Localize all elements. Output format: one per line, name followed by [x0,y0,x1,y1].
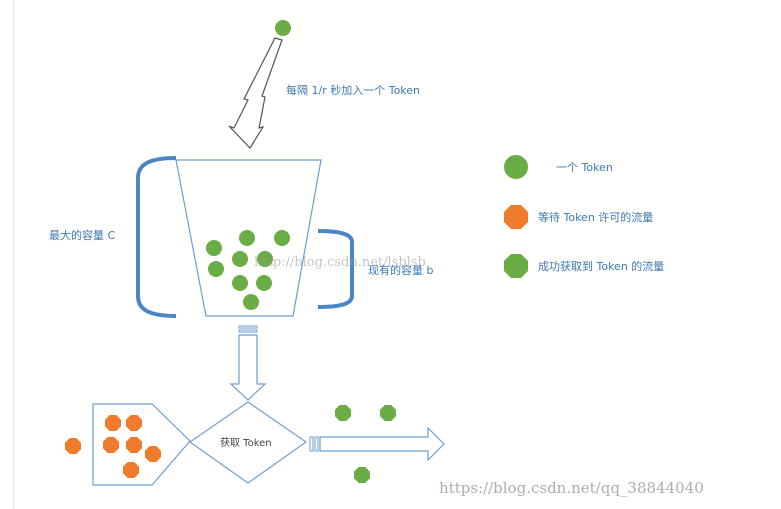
incoming-token [275,20,291,36]
legend-token-icon [504,155,528,179]
bucket-outlet [238,325,258,333]
token-drop-arrow [228,37,283,149]
waiting-packet [65,438,81,454]
bucket-token [257,251,273,267]
bucket-token [232,275,248,291]
bucket-token [274,230,290,246]
bucket-token [232,251,248,267]
bottom-watermark: https://blog.csdn.net/qq_38844040 [439,479,704,497]
current-capacity-label: 现有的容量 b [368,264,434,277]
page-edge-line [13,0,14,509]
waiting-packet [103,437,119,453]
bucket-token [208,261,224,277]
waiting-packet [105,415,121,431]
output-arrow [309,426,445,462]
bucket-tokens [206,230,290,310]
current-capacity-bracket [317,229,354,309]
legend-passed-label: 成功获取到 Token 的流量 [538,260,665,273]
max-capacity-bracket [136,156,177,318]
bucket-token [206,240,222,256]
legend-token-label: 一个 Token [556,161,613,174]
waiting-packets [65,415,161,478]
bucket-token [239,230,255,246]
legend-passed-icon [504,254,528,278]
bucket-token [256,275,272,291]
token-rate-label: 每隔 1/r 秒加入一个 Token [286,84,421,97]
center-watermark: http://blog.csdn.net/lsblsb [254,255,426,270]
bucket-token [243,294,259,310]
acquire-token-diamond [188,401,308,484]
acquire-token-label: 获取 Token [220,438,272,449]
passed-packet [380,405,396,421]
max-capacity-label: 最大的容量 C [49,229,116,242]
waiting-packet [126,415,142,431]
legend-waiting-label: 等待 Token 许可的流量 [538,211,654,224]
legend-waiting-icon [504,205,528,229]
down-arrow [229,334,267,401]
waiting-packet [145,446,161,462]
passed-packet [335,405,351,421]
waiting-packet [123,462,139,478]
waiting-packet [126,437,142,453]
passed-packet [354,467,370,483]
legend-symbols [504,155,528,278]
passed-packets [335,405,396,483]
